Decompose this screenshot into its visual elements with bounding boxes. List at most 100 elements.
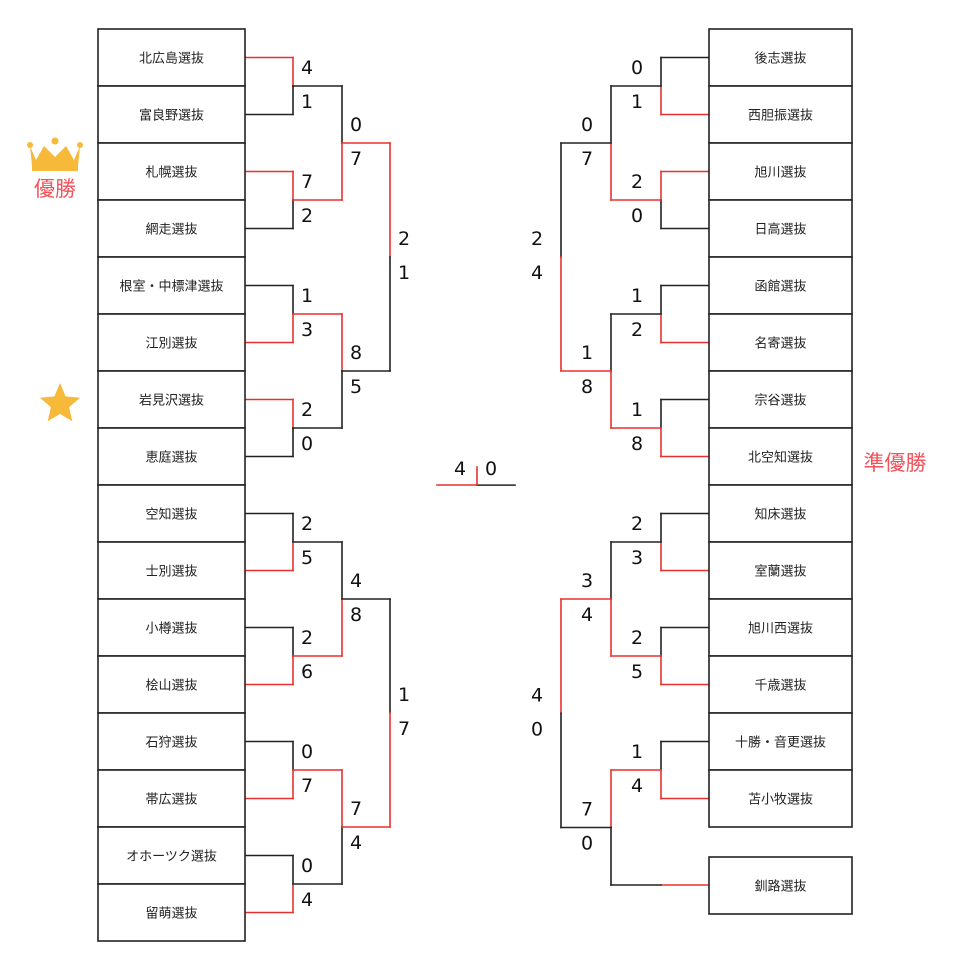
right-r2-m1-bottom-score: 7 [581, 148, 593, 170]
right-r1-m1-top-score: 0 [631, 57, 643, 79]
team-right-14: 苫小牧選抜 [748, 792, 813, 808]
final-left-score: 4 [454, 458, 466, 480]
team-left-5-box [97, 256, 246, 315]
right-r3-m2-top-score: 4 [531, 684, 543, 706]
right-r2-m4-bottom-score: 0 [581, 833, 593, 855]
right-r1-m7-top-score: 1 [631, 741, 643, 763]
team-right-4: 日高選抜 [754, 222, 806, 238]
right-r1-m2-bottom-score: 0 [631, 205, 643, 227]
team-left-1-box [97, 28, 246, 87]
left-r1-m2-top-score: 7 [301, 171, 313, 193]
right-r3-m1-top-score: 2 [531, 228, 543, 250]
team-left-11: 小樽選抜 [145, 621, 197, 637]
left-r3-m1-bottom-score: 1 [398, 262, 410, 284]
left-r2-m4-bottom-score: 4 [350, 832, 362, 854]
team-right-15-box [708, 856, 853, 915]
team-right-9: 知床選抜 [754, 507, 806, 523]
team-right-13-box [708, 712, 853, 771]
team-right-1: 後志選抜 [754, 51, 806, 67]
team-right-5: 函館選抜 [754, 279, 806, 295]
left-r2-m3-top-score: 4 [350, 570, 362, 592]
right-r1-m5-top-score: 2 [631, 513, 643, 535]
left-r2-m2-bottom-score: 5 [350, 376, 362, 398]
left-r1-m8-bottom-score: 4 [301, 889, 313, 911]
team-right-10: 室蘭選抜 [754, 564, 806, 580]
team-left-2: 富良野選抜 [139, 108, 204, 124]
right-r1-m6-bottom-score: 5 [631, 661, 643, 683]
team-right-12: 千歳選抜 [754, 678, 806, 694]
team-right-7: 宗谷選抜 [754, 393, 806, 409]
team-left-6: 江別選抜 [145, 336, 197, 352]
team-right-13: 十勝・音更選抜 [735, 735, 826, 751]
left-r1-m1-bottom-score: 1 [301, 91, 313, 113]
right-r1-m4-bottom-score: 8 [631, 433, 643, 455]
right-r3-m2-bottom-score: 0 [531, 718, 543, 740]
team-left-12: 桧山選抜 [145, 678, 197, 694]
score-labels: 4172132025260704078548742117012012182325… [301, 57, 643, 911]
team-left-10: 士別選抜 [145, 564, 197, 580]
team-boxes: 北広島選抜富良野選抜札幌選抜網走選抜根室・中標津選抜江別選抜岩見沢選抜恵庭選抜空… [97, 28, 853, 942]
team-right-11: 旭川西選抜 [748, 621, 813, 637]
champion-label: 優勝 [34, 177, 76, 201]
right-r2-m2-top-score: 1 [581, 342, 593, 364]
team-left-14: 帯広選抜 [145, 792, 197, 808]
left-r1-m2-bottom-score: 2 [301, 205, 313, 227]
team-right-2: 西胆振選抜 [748, 108, 813, 124]
team-right-3-box [708, 142, 853, 201]
left-r1-m7-top-score: 0 [301, 741, 313, 763]
team-left-2-box [97, 85, 246, 144]
team-left-7: 岩見沢選抜 [139, 393, 204, 409]
team-right-10-box [708, 541, 853, 600]
team-right-7-box [708, 370, 853, 429]
right-r1-m6-top-score: 2 [631, 627, 643, 649]
right-r2-m3-top-score: 3 [581, 570, 593, 592]
team-left-8: 恵庭選抜 [145, 450, 197, 466]
left-r3-m2-bottom-score: 7 [398, 718, 410, 740]
crown-icon [27, 137, 83, 171]
team-left-7-box [97, 370, 246, 429]
left-r2-m1-bottom-score: 7 [350, 148, 362, 170]
left-r1-m5-top-score: 2 [301, 513, 313, 535]
team-right-14-box [708, 769, 853, 828]
team-left-3: 札幌選抜 [145, 165, 197, 181]
left-r1-m6-top-score: 2 [301, 627, 313, 649]
team-right-8-box [708, 427, 853, 486]
team-left-13: 石狩選抜 [145, 735, 197, 751]
left-r3-m2-top-score: 1 [398, 684, 410, 706]
right-r2-m3-bottom-score: 4 [581, 604, 593, 626]
team-right-1-box [708, 28, 853, 87]
right-r2-m2-bottom-score: 8 [581, 376, 593, 398]
right-r1-m3-top-score: 1 [631, 285, 643, 307]
left-r2-m4-top-score: 7 [350, 798, 362, 820]
runner-up-label: 準優勝 [864, 451, 927, 475]
team-right-3: 旭川選抜 [754, 165, 806, 181]
left-r2-m2-top-score: 8 [350, 342, 362, 364]
team-left-14-box [97, 769, 246, 828]
team-left-10-box [97, 541, 246, 600]
right-r1-m1-bottom-score: 1 [631, 91, 643, 113]
left-r1-m4-top-score: 2 [301, 399, 313, 421]
bracket-lines [244, 56, 710, 914]
team-right-5-box [708, 256, 853, 315]
team-left-16-box [97, 883, 246, 942]
right-r1-m3-bottom-score: 2 [631, 319, 643, 341]
left-r3-m1-top-score: 2 [398, 228, 410, 250]
team-left-9-box [97, 484, 246, 543]
team-left-9: 空知選抜 [145, 507, 197, 523]
team-right-12-box [708, 655, 853, 714]
team-left-4-box [97, 199, 246, 258]
team-left-1: 北広島選抜 [139, 51, 204, 67]
final-right-score: 0 [485, 458, 497, 480]
team-left-11-box [97, 598, 246, 657]
team-right-9-box [708, 484, 853, 543]
right-r1-m5-bottom-score: 3 [631, 547, 643, 569]
crown-shape [30, 146, 80, 166]
left-r1-m4-bottom-score: 0 [301, 433, 313, 455]
team-left-16: 留萌選抜 [145, 906, 197, 922]
left-r1-m8-top-score: 0 [301, 855, 313, 877]
left-r1-m3-top-score: 1 [301, 285, 313, 307]
team-left-13-box [97, 712, 246, 771]
team-left-15: オホーツク選抜 [126, 849, 217, 865]
right-r3-m1-bottom-score: 4 [531, 262, 543, 284]
